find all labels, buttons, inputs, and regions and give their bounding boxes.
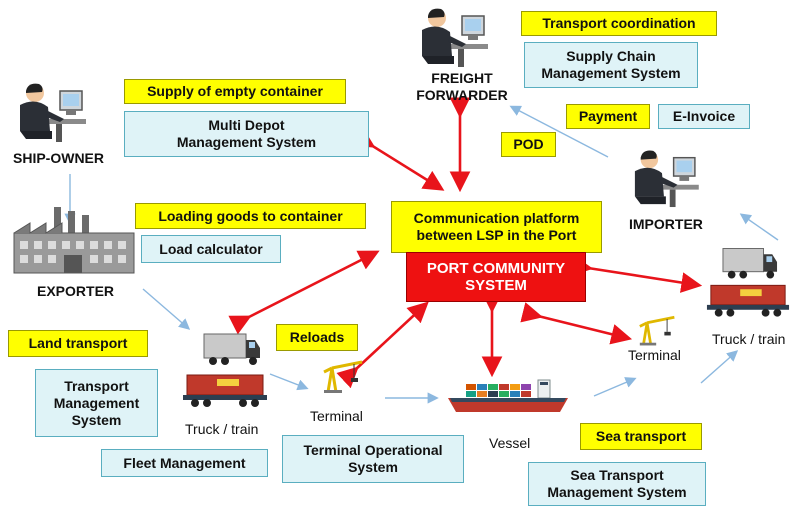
transport-coordination-label: Transport coordination [521,11,717,36]
ship-icon [448,379,568,412]
arrow-exporter-pcs [228,250,380,335]
person-at-computer-icon [634,150,699,208]
arrow-terminal-right-pcs [520,302,633,345]
truck-train-left-label: Truck / train [185,421,259,437]
pod-label: POD [501,132,556,157]
flow-truck-importer [739,213,779,241]
payment-label: Payment [566,104,650,129]
communication-platform-label: Communication platform between LSP in th… [391,201,602,253]
flow-exporter-truck [142,288,191,330]
person-at-computer-icon [422,8,488,67]
importer-label: IMPORTER [629,216,703,232]
truck-icon [722,248,778,279]
e-invoice-box: E-Invoice [658,104,750,129]
truck-train-right-label: Truck / train [712,331,786,347]
land-transport-label: Land transport [8,330,148,357]
fleet-management-box: Fleet Management [101,449,268,477]
factory-icon [13,207,135,274]
sea-transport-label: Sea transport [580,423,702,450]
crane-icon [639,315,675,346]
person-at-computer-icon [20,83,86,142]
terminal-left-label: Terminal [310,408,363,424]
port-community-system-box: PORT COMMUNITY SYSTEM [406,252,586,302]
train-wagon-icon [706,284,790,317]
arrow-truck-right-pcs [570,255,703,293]
reloads-label: Reloads [276,324,358,351]
train-wagon-icon [183,374,267,407]
vessel-label: Vessel [489,435,531,451]
arrow-terminal-pcs [336,301,429,389]
terminal-operational-system-box: Terminal Operational System [282,435,464,483]
exporter-label: EXPORTER [37,283,115,299]
arrow-multidepot-pcs [352,127,445,191]
supply-chain-management-system-box: Supply Chain Management System [524,42,698,88]
loading-goods-label: Loading goods to container [135,203,366,229]
supply-of-empty-container-label: Supply of empty container [124,79,346,104]
flow-vessel-terminal [593,377,637,397]
flow-truck-terminal [269,373,309,391]
ship-owner-label: SHIP-OWNER [13,150,104,166]
flow-importer-forwarder [509,105,609,158]
multi-depot-management-system-box: Multi Depot Management System [124,111,369,157]
crane-icon [323,360,363,393]
flow-terminal-truck [700,350,739,384]
sea-transport-management-system-box: Sea Transport Management System [528,462,706,506]
terminal-right-label: Terminal [628,347,681,363]
truck-icon [203,333,260,365]
transport-management-system-box: Transport Management System [35,369,158,437]
load-calculator-box: Load calculator [141,235,281,263]
freight-forwarder-label: FREIGHT FORWARDER [416,70,508,103]
